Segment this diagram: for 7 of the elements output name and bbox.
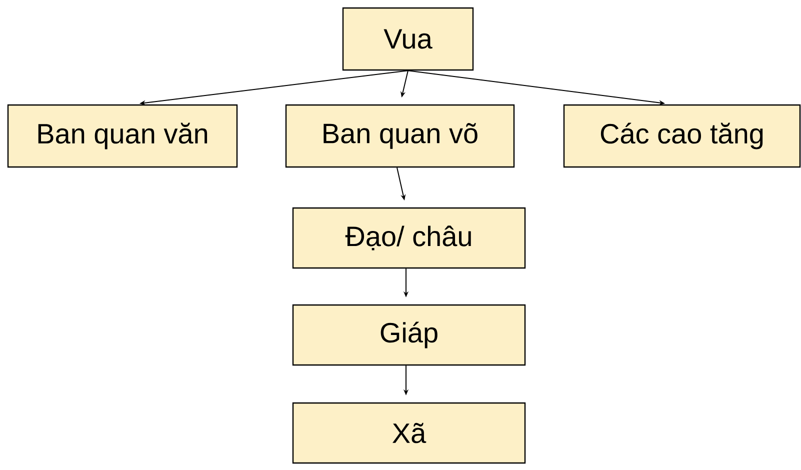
box: Xã (292, 402, 526, 464)
box: Ban quan văn (7, 104, 238, 168)
box: Ban quan võ (285, 104, 515, 168)
box: Vua (342, 7, 474, 71)
box: Giáp (292, 304, 526, 366)
box: Đạo/ châu (292, 207, 526, 269)
box: Các cao tăng (563, 104, 801, 168)
